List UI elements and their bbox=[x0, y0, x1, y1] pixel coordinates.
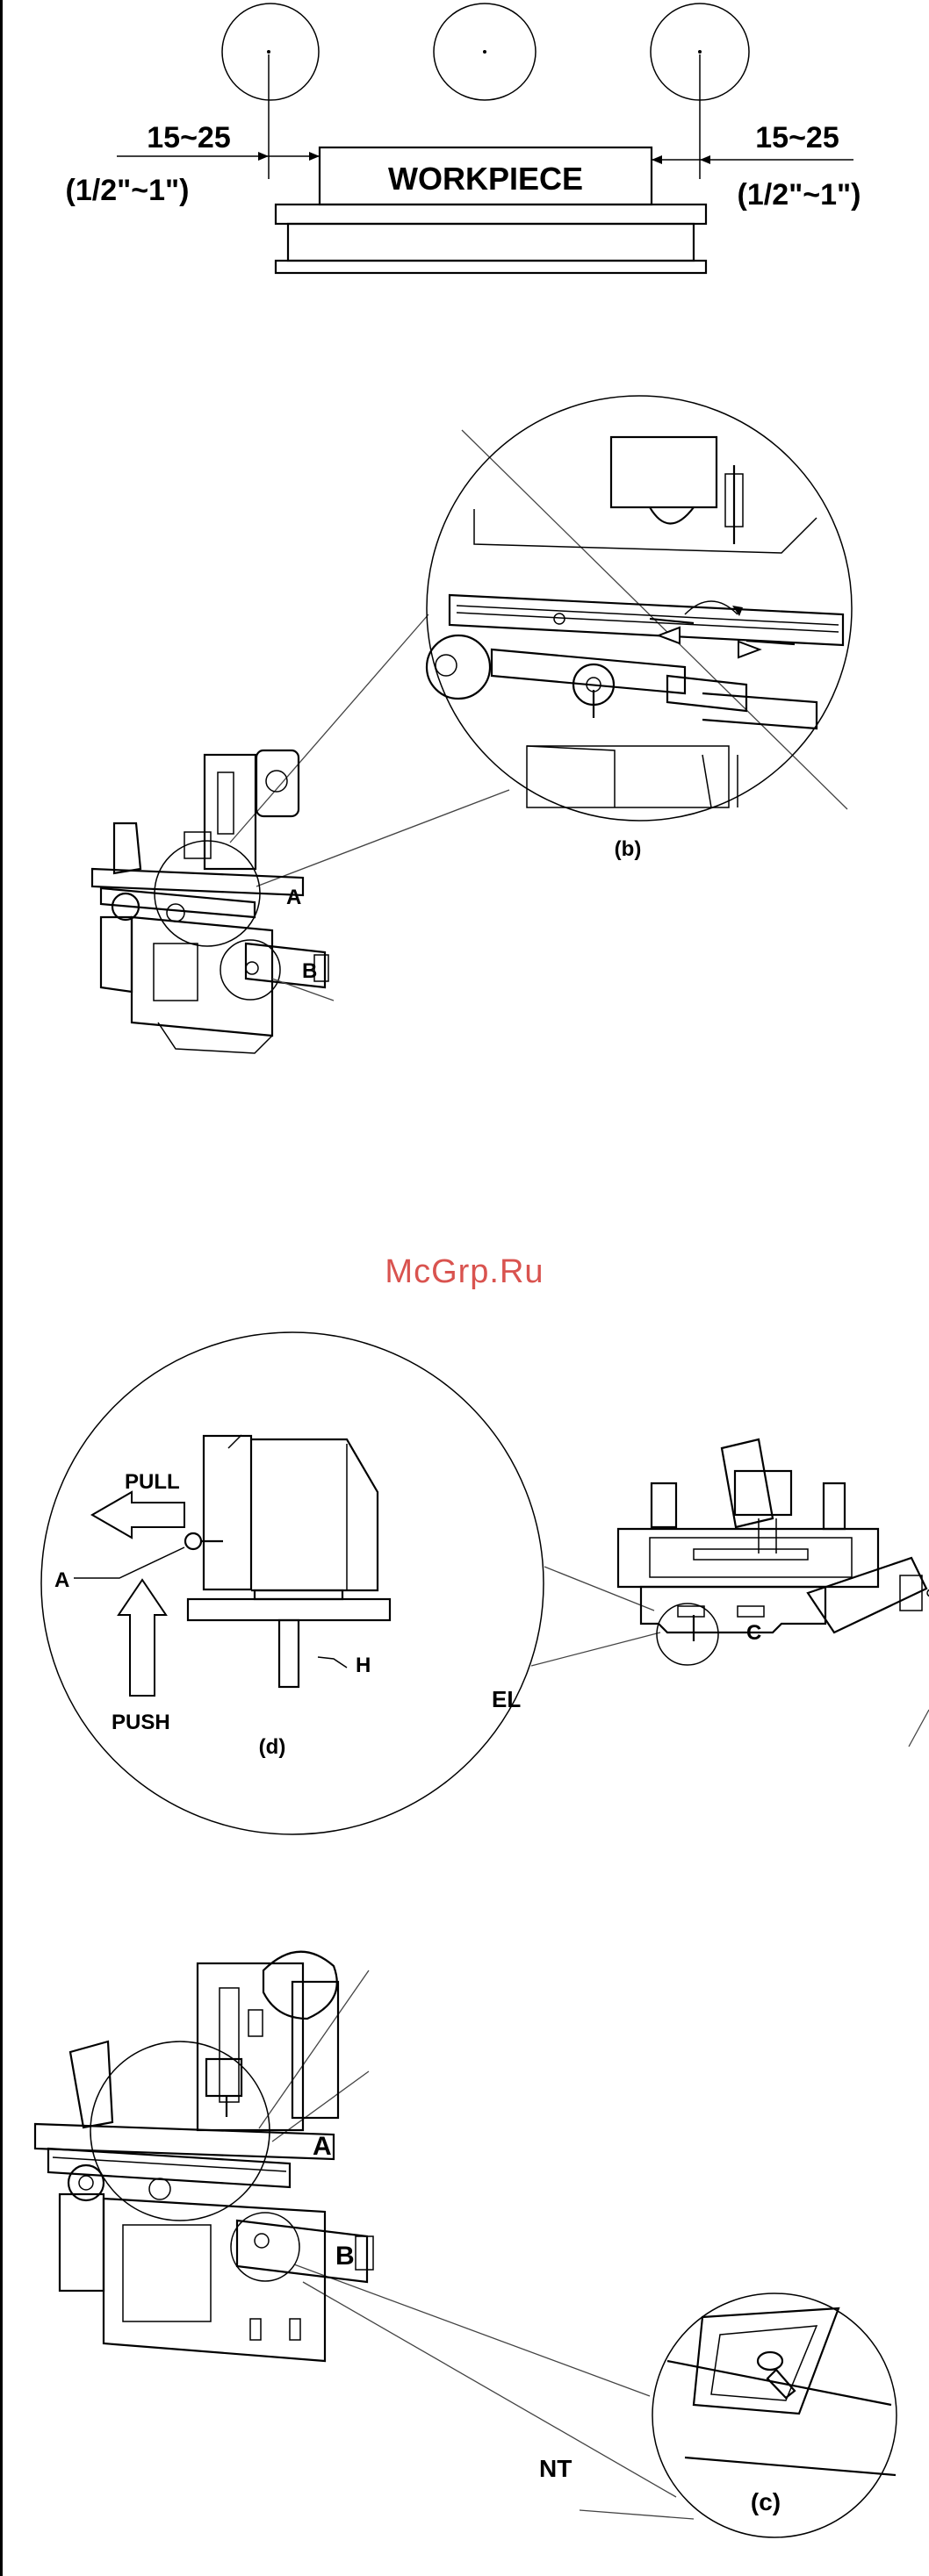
pull-arrow bbox=[92, 1492, 184, 1538]
workpiece-placement-diagram: WORKPIECE 15~25 (1/2"~1") 15~25 (1/2"~1"… bbox=[0, 0, 929, 290]
label-a: A bbox=[313, 2132, 332, 2161]
label-a: A bbox=[286, 886, 301, 909]
cut-off-text: NT bbox=[539, 2455, 572, 2482]
push-label: PUSH bbox=[112, 1711, 170, 1734]
detail-circle-b bbox=[427, 396, 852, 821]
detail-circle-d bbox=[41, 1332, 544, 1834]
right-dimension-inch: (1/2"~1") bbox=[738, 178, 861, 212]
detail-d-contents bbox=[74, 1435, 390, 1696]
push-arrow bbox=[119, 1580, 166, 1696]
table-top bbox=[276, 205, 706, 224]
lever-detail-d-diagram: PULL PUSH A H (d) EL C bbox=[0, 1317, 929, 1861]
grinder-detail-b-diagram: A B (b) bbox=[0, 421, 929, 1053]
detail-c-contents bbox=[667, 2308, 896, 2475]
right-dimension-mm: 15~25 bbox=[755, 121, 839, 154]
grinder-front-view bbox=[618, 1439, 929, 1632]
caption-c: (c) bbox=[751, 2488, 781, 2515]
label-c: C bbox=[746, 1621, 761, 1645]
table-body bbox=[288, 224, 694, 261]
detail-b-contents bbox=[427, 437, 843, 807]
label-h: H bbox=[356, 1654, 371, 1677]
pull-label: PULL bbox=[125, 1470, 180, 1494]
label-a: A bbox=[54, 1568, 69, 1592]
callout-circle-b bbox=[220, 940, 280, 1000]
left-dimension-mm: 15~25 bbox=[147, 121, 231, 154]
workpiece-label: WORKPIECE bbox=[388, 161, 583, 197]
label-b: B bbox=[302, 959, 317, 983]
caption-d: (d) bbox=[259, 1735, 286, 1759]
cut-off-text: EL bbox=[492, 1686, 521, 1712]
watermark-text: McGrp.Ru bbox=[0, 1253, 929, 1291]
left-dimension-inch: (1/2"~1") bbox=[66, 174, 190, 207]
label-b: B bbox=[335, 2242, 355, 2271]
grinder-detail-c-diagram: A B (c) NT bbox=[0, 1913, 929, 2576]
table-base bbox=[276, 261, 706, 273]
caption-b: (b) bbox=[615, 837, 642, 861]
callout-circle-c bbox=[657, 1604, 718, 1665]
